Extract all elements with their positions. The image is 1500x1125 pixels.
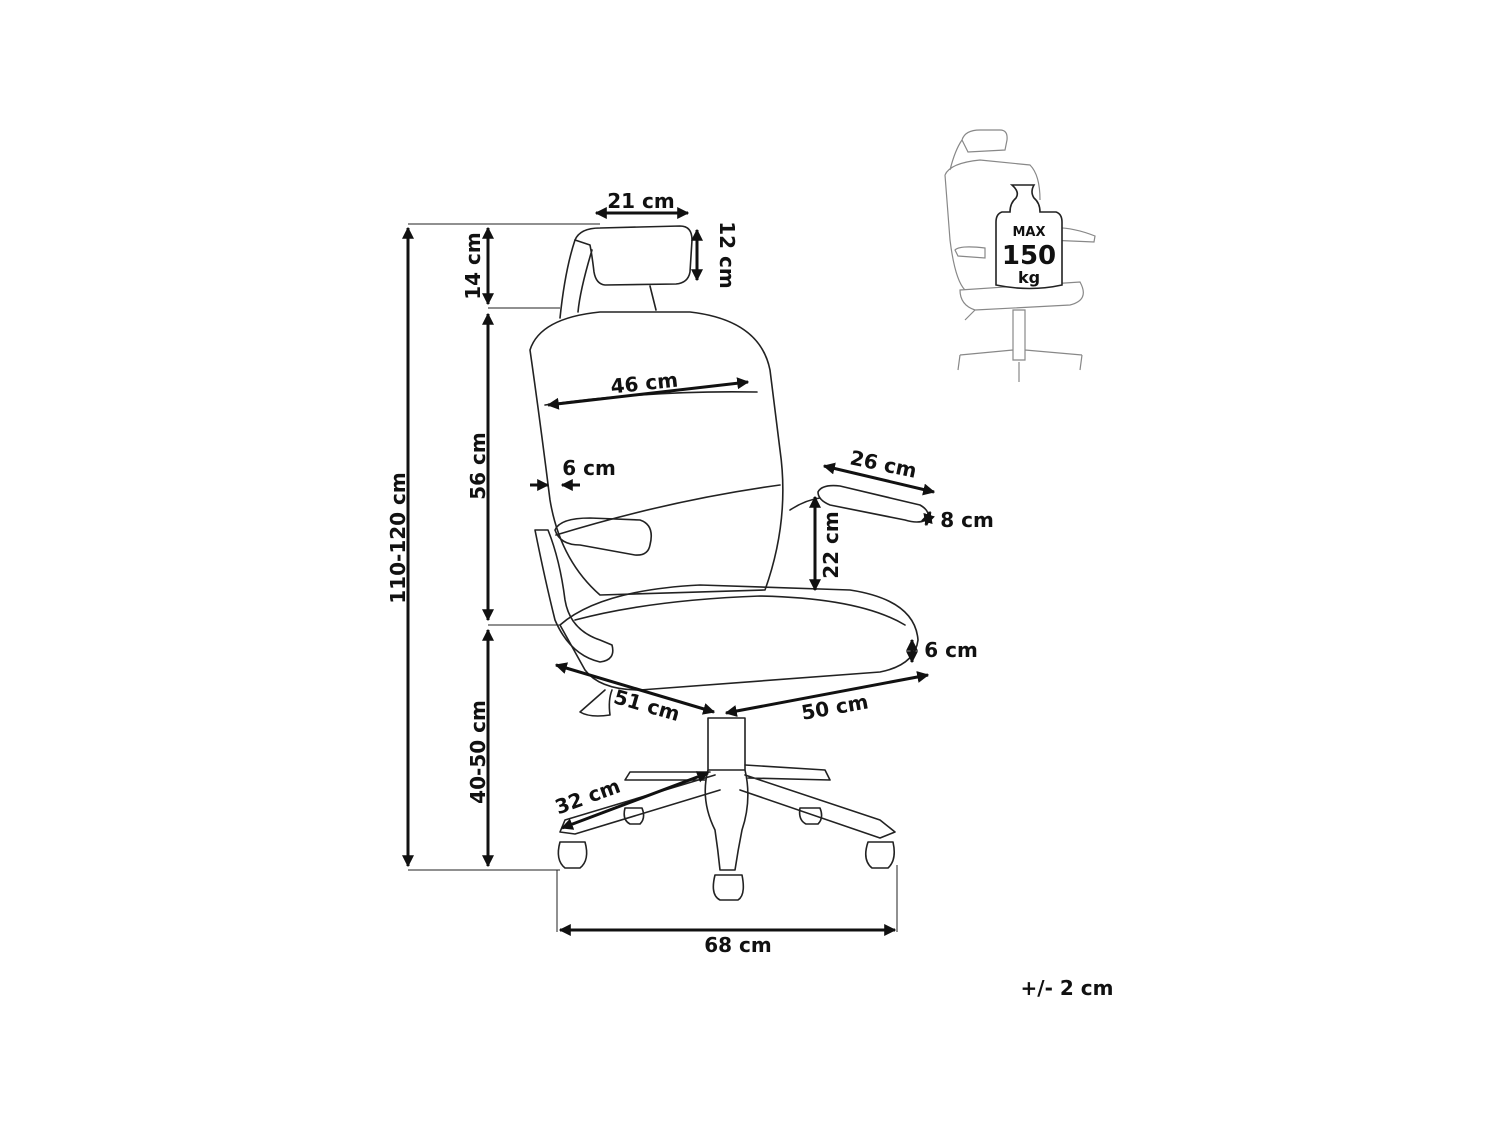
- tolerance-label: +/- 2 cm: [1021, 976, 1114, 1000]
- armrest-length-label: 26 cm: [848, 445, 919, 483]
- star-base: [559, 764, 896, 839]
- tilt-lever: [579, 689, 613, 717]
- max-load-value: 150: [1002, 241, 1056, 271]
- headrest: [574, 225, 693, 286]
- max-load-unit: kg: [1018, 268, 1040, 287]
- total-height-label: 110-120 cm: [386, 472, 410, 603]
- backrest-thickness-label: 6 cm: [562, 456, 616, 480]
- headrest-offset-label: 14 cm: [461, 232, 485, 300]
- right-armrest: [789, 484, 929, 523]
- seat-seam: [574, 595, 906, 626]
- headrest-height-label: 12 cm: [715, 221, 739, 289]
- headrest-post: [559, 239, 657, 319]
- headrest-width-label: 21 cm: [607, 189, 675, 213]
- seat-thickness-label: 6 cm: [924, 638, 978, 662]
- gas-cylinder: [704, 717, 749, 871]
- base-width-label: 68 cm: [704, 933, 772, 957]
- extension-lines: [408, 223, 898, 932]
- armrest-height-label: 22 cm: [819, 511, 843, 579]
- casters: [557, 807, 895, 901]
- backrest-height-label: 56 cm: [466, 432, 490, 500]
- backrest: [529, 311, 784, 596]
- seat-height-label: 40-50 cm: [466, 700, 490, 804]
- max-label: MAX: [1012, 225, 1045, 240]
- weight-icon: [995, 184, 1063, 290]
- seat: [559, 584, 919, 691]
- left-armrest: [534, 517, 653, 663]
- armrest-width-label: 8 cm: [940, 508, 994, 532]
- dimension-arrows: [402, 207, 936, 936]
- max-load-thumbnail: MAX 150 kg: [944, 129, 1096, 382]
- seat-width-label: 50 cm: [799, 689, 870, 724]
